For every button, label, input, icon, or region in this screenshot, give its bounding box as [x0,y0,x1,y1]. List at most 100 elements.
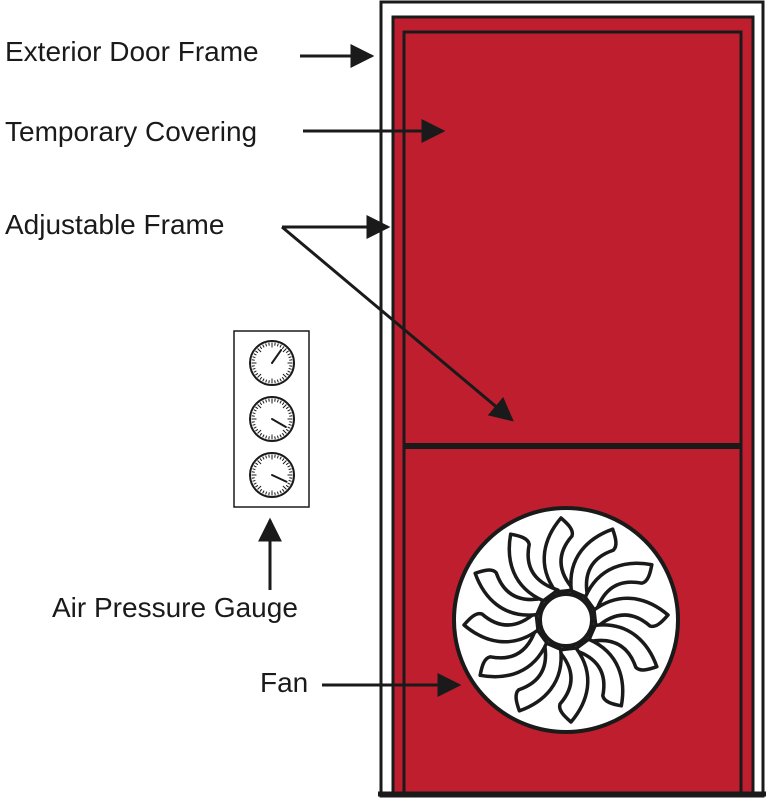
fan [452,506,680,734]
gauge-tick [276,399,279,403]
gauge-tick [276,491,279,495]
gauge-tick [265,435,268,439]
label-exterior-door-frame: Exterior Door Frame [5,36,259,67]
gauge-tick [259,432,263,436]
label-fan: Fan [260,667,308,698]
gauge-tick [262,344,265,348]
gauge-tick [287,482,291,485]
gauge-tick [255,462,259,466]
gauge-tick [279,344,282,348]
gauge-tick [287,409,291,412]
gauge-tick [253,370,257,373]
gauge-tick [252,468,256,471]
gauge-tick [253,482,257,485]
gauge-tick [253,465,257,468]
gauge-tick [287,465,291,468]
gauge-tick [252,356,256,359]
air-pressure-gauge [233,330,310,508]
gauge-tick [255,350,259,354]
fan-blades [462,516,670,724]
gauge-tick [279,400,282,404]
gauge-tick [279,434,282,438]
fan-blade [569,527,618,600]
gauge-tick [282,348,287,353]
gauge-tick [276,379,279,383]
gauge-tick [257,373,262,378]
gauge-tick [281,432,285,436]
gauge-tick [279,378,282,382]
fan-hub [538,592,594,648]
fan-blade [478,626,549,679]
gauge-needle [271,418,287,428]
gauge-tick [252,412,256,415]
gauge-tick [285,484,289,488]
gauge-tick [259,488,263,492]
gauge-tick [281,346,285,350]
gauge-tick [282,460,287,465]
gauge-tick [282,373,287,378]
gauge-tick [281,458,285,462]
pressure-gauge-dial [249,396,295,442]
gauge-tick [265,455,268,459]
label-temporary-covering: Temporary Covering [5,116,257,147]
gauge-tick [265,379,268,383]
gauge-needle [271,348,283,364]
gauge-tick [262,434,265,438]
gauge-tick [257,348,262,353]
gauge-tick [281,402,285,406]
gauge-tick [276,435,279,439]
gauge-tick [262,400,265,404]
gauge-tick [288,412,292,415]
gauge-tick [255,406,259,410]
gauge-tick [259,402,263,406]
gauge-tick [257,460,262,465]
gauge-tick [259,376,263,380]
gauge-tick [255,428,259,432]
gauge-tick [262,456,265,460]
fan-blade [542,516,576,594]
gauge-tick [276,343,279,347]
pressure-gauge-dial [249,452,295,498]
gauge-tick [262,490,265,494]
gauge-tick [288,468,292,471]
gauge-tick [257,404,262,409]
pressure-gauge-dial [249,340,295,386]
fan-blade [556,646,590,724]
gauge-tick [285,372,289,376]
label-adjustable-frame: Adjustable Frame [5,209,224,240]
fan-blade [592,596,670,630]
gauge-tick [257,429,262,434]
gauge-tick [253,353,257,356]
fan-blade [473,568,546,617]
fan-blade [507,532,560,603]
arrow-adjustable-frame-diagonal [281,225,514,422]
gauge-tick [288,367,292,370]
gauge-tick [262,378,265,382]
fan-blade [462,610,540,644]
gauge-tick [281,488,285,492]
gauge-tick [257,485,262,490]
gauge-tick [281,376,285,380]
gauge-tick [253,426,257,429]
gauge-tick [288,356,292,359]
fan-blade [583,561,654,614]
gauge-tick [252,479,256,482]
gauge-tick [285,428,289,432]
gauge-tick [285,350,289,354]
gauge-tick [282,429,287,434]
gauge-needle [271,474,288,483]
gauge-tick [252,367,256,370]
gauge-tick [252,423,256,426]
gauge-tick [285,462,289,466]
gauge-tick [259,458,263,462]
gauge-tick [265,491,268,495]
gauge-tick [288,479,292,482]
fan-blade [514,640,563,713]
gauge-tick [279,456,282,460]
gauge-tick [255,484,259,488]
gauge-tick [285,406,289,410]
gauges [249,340,295,498]
gauge-tick [265,399,268,403]
gauge-tick [265,343,268,347]
